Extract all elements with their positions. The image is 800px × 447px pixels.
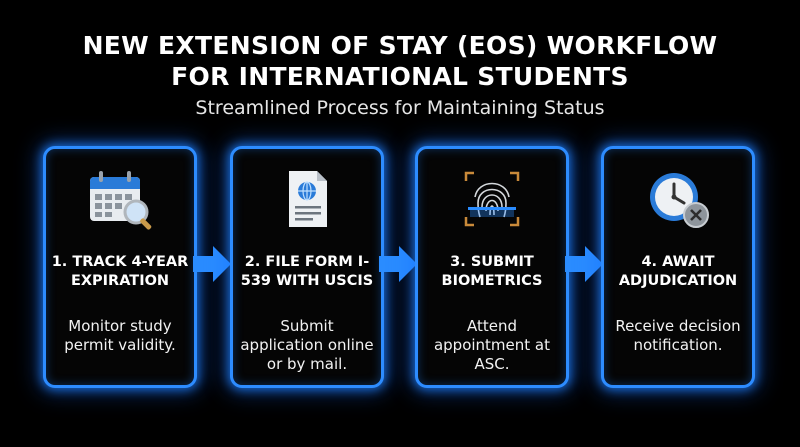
step-1-title: 1. TRACK 4-YEAR EXPIRATION (51, 254, 189, 289)
calendar-magnifier-icon (46, 167, 194, 231)
step-card-1: 1. TRACK 4-YEAR EXPIRATION Monitor study… (43, 146, 197, 388)
step-card-3: 3. SUBMIT BIOMETRICS Attend appointment … (415, 146, 569, 388)
fingerprint-scan-icon (418, 167, 566, 231)
step-card-2: 2. FILE FORM I- 539 WITH USCIS Submit ap… (230, 146, 384, 388)
flow-arrow-icon (565, 246, 603, 282)
diagram-subtitle: Streamlined Process for Maintaining Stat… (195, 97, 605, 119)
step-3-title: 3. SUBMIT BIOMETRICS (441, 254, 543, 289)
title-line-1: NEW EXTENSION OF STAY (EOS) WORKFLOW (82, 31, 718, 60)
flow-arrow-icon (379, 246, 417, 282)
title-line-2: FOR INTERNATIONAL STUDENTS (171, 62, 629, 91)
step-4-description: Receive decision notification. (615, 317, 741, 354)
step-card-4: 4. AWAIT ADJUDICATION Receive decision n… (601, 146, 755, 388)
step-1-description: Monitor study permit validity. (64, 317, 176, 354)
step-3-description: Attend appointment at ASC. (433, 317, 551, 373)
step-2-title: 2. FILE FORM I- 539 WITH USCIS (240, 254, 374, 289)
clock-cancel-icon (604, 167, 752, 231)
step-4-title: 4. AWAIT ADJUDICATION (618, 254, 738, 289)
document-globe-icon (233, 167, 381, 231)
flow-arrow-icon (193, 246, 231, 282)
step-2-description: Submit application online or by mail. (240, 317, 374, 373)
diagram-title: NEW EXTENSION OF STAY (EOS) WORKFLOW FOR… (0, 30, 800, 92)
